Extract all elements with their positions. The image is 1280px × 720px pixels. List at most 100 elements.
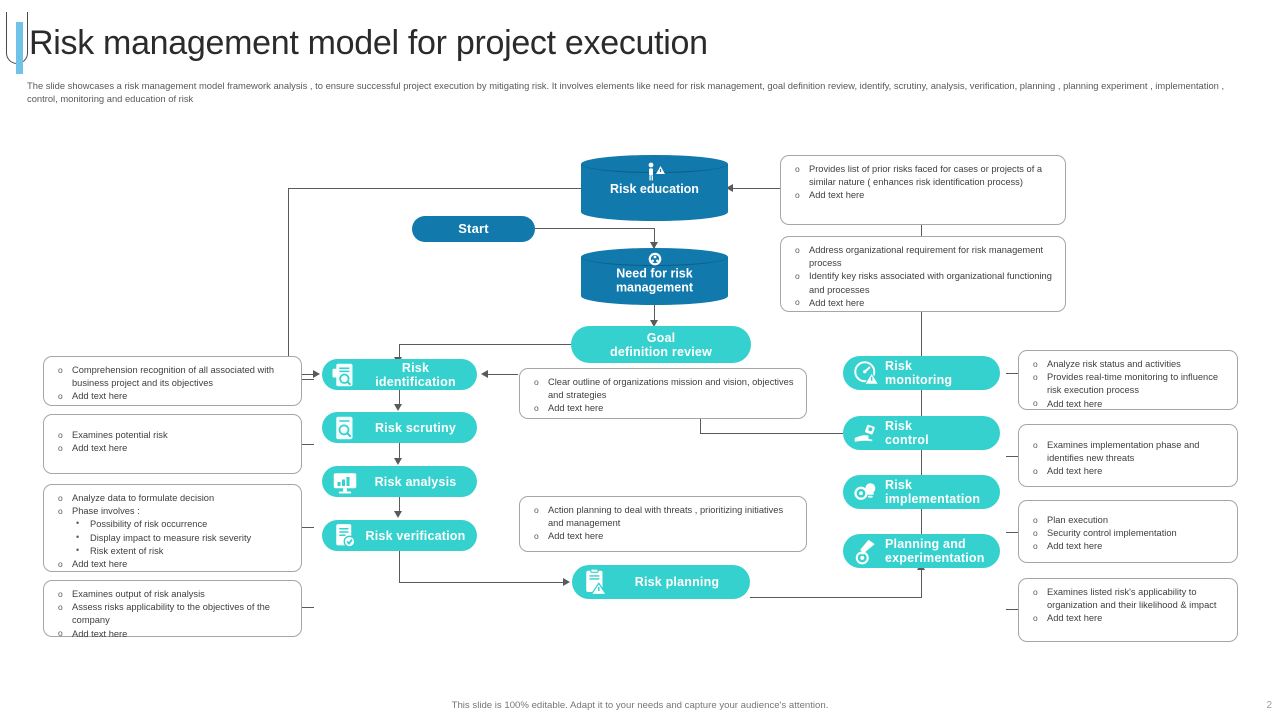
hand-control-icon: [851, 418, 881, 448]
note-item: Identify key risks associated with organ…: [789, 270, 1057, 296]
node-label: Risk education: [610, 181, 699, 196]
team-gear-icon: [642, 251, 668, 269]
note-risk-scrutiny: Examines potential risk Add text here: [43, 414, 302, 474]
node-risk-planning[interactable]: Risk planning: [572, 565, 750, 599]
note-item: Provides real-time monitoring to influen…: [1027, 371, 1229, 397]
arrow-to-risk-scrutiny: [394, 404, 402, 411]
connector-experimentation-note: [1006, 609, 1018, 610]
connector-planning-right: [750, 597, 922, 598]
connector-identification-note: [302, 379, 314, 380]
footer-note: This slide is 100% editable. Adapt it to…: [451, 700, 829, 711]
node-risk-scrutiny[interactable]: Risk scrutiny: [322, 412, 477, 443]
node-label-line1: Risk: [885, 419, 913, 433]
document-check-icon: [330, 521, 360, 551]
note-item: Add text here: [528, 402, 798, 415]
note-goal-definition-review: Clear outline of organizations mission a…: [519, 368, 807, 419]
connector-planning-up: [921, 570, 922, 598]
note-item: Clear outline of organizations mission a…: [528, 375, 798, 402]
node-label-line1: Need for risk: [616, 266, 693, 281]
connector-need-to-goal: [654, 305, 655, 323]
node-start[interactable]: Start: [412, 216, 535, 242]
note-item: Examines output of risk analysis: [52, 587, 293, 601]
node-risk-verification[interactable]: Risk verification: [322, 520, 477, 551]
note-risk-verification: Examines output of risk analysis Assess …: [43, 580, 302, 641]
note-item: Examines potential risk: [52, 428, 293, 442]
note-item: Add text here: [1027, 540, 1229, 553]
person-warning-icon: [642, 161, 668, 183]
note-item: Add text here: [52, 390, 293, 403]
node-risk-control[interactable]: Risk control: [843, 416, 1000, 450]
arrow-to-risk-identification-left: [313, 370, 320, 378]
note-item: Comprehension recognition of all associa…: [52, 363, 293, 390]
node-label-line2: control: [885, 433, 929, 447]
connector-scrutiny-to-analysis: [399, 443, 400, 459]
gear-bulb-icon: [851, 477, 881, 507]
note-item: Add text here: [52, 627, 293, 641]
note-need-for-risk-management: Address organizational requirement for r…: [780, 236, 1066, 312]
document-search-icon: [330, 360, 360, 390]
note-planning-and-experimentation: Examines listed risk's applicability to …: [1018, 578, 1238, 642]
cylinder-top: [581, 155, 728, 173]
node-goal-definition-review[interactable]: Goal definition review: [571, 326, 751, 363]
connector-scrutiny-note: [302, 444, 314, 445]
node-risk-identification[interactable]: Risk identification: [322, 359, 477, 390]
connector-verification-note: [302, 607, 314, 608]
node-planning-and-experimentation[interactable]: Planning and experimentation: [843, 534, 1000, 568]
node-label: Start: [458, 220, 489, 236]
connector-goal-down: [399, 344, 400, 360]
note-item: Examines implementation phase and identi…: [1027, 438, 1229, 465]
node-label: Risk scrutiny: [374, 420, 457, 435]
node-risk-education[interactable]: Risk education: [581, 155, 728, 221]
note-risk-monitoring: Analyze risk status and activities Provi…: [1018, 350, 1238, 411]
node-label: Goal definition review: [571, 331, 751, 359]
arrow-to-risk-planning: [563, 578, 570, 586]
node-label-line1: Planning and: [885, 537, 966, 551]
note-item: Add text here: [1027, 397, 1229, 411]
connector-start-down: [654, 228, 655, 248]
note-item: Add text here: [528, 530, 798, 543]
connector-goalnote-to-identification: [484, 374, 518, 375]
node-risk-analysis[interactable]: Risk analysis: [322, 466, 477, 497]
note-risk-analysis: Analyze data to formulate decision Phase…: [43, 484, 302, 572]
clipboard-warning-icon: [580, 567, 610, 597]
connector-identification-to-scrutiny: [399, 390, 400, 406]
node-label-line2: implementation: [885, 492, 981, 506]
page-subtitle: The slide showcases a risk management mo…: [27, 80, 1225, 104]
connector-note-education-need: [921, 224, 922, 236]
node-label: Risk implementation: [881, 478, 1000, 506]
node-risk-implementation[interactable]: Risk implementation: [843, 475, 1000, 509]
flask-pen-icon: [851, 536, 881, 566]
note-risk-planning: Action planning to deal with threats , p…: [519, 496, 807, 552]
connector-implementation-note: [1006, 532, 1018, 533]
note-item: Analyze risk status and activities: [1027, 357, 1229, 371]
node-label-line2: management: [615, 280, 694, 295]
note-item: Examines listed risk's applicability to …: [1027, 585, 1229, 612]
arrow-to-need-for-risk: [650, 242, 658, 249]
connector-control-to-left: [700, 433, 843, 434]
node-label-line1: Risk: [885, 359, 913, 373]
chart-monitor-icon: [330, 467, 360, 497]
note-risk-control: Examines implementation phase and identi…: [1018, 424, 1238, 487]
node-label: Planning and experimentation: [881, 537, 1000, 565]
note-item: Security control implementation: [1027, 527, 1229, 540]
connector-education-down: [288, 188, 289, 374]
gauge-warning-icon: [851, 358, 881, 388]
note-subitem: Risk extent of risk: [52, 544, 293, 558]
note-risk-identification: Comprehension recognition of all associa…: [43, 356, 302, 406]
arrow-to-risk-identification-right: [481, 370, 488, 378]
node-label: Risk analysis: [374, 474, 457, 489]
arrow-to-goal-definition: [650, 320, 658, 327]
connector-start-right: [535, 228, 655, 229]
connector-verification-down: [399, 551, 400, 582]
note-subitem: Possibility of risk occurrence: [52, 517, 293, 531]
node-label: Risk planning: [634, 575, 720, 589]
connector-verification-to-planning: [399, 582, 564, 583]
note-item: Analyze data to formulate decision: [52, 491, 293, 505]
connector-analysis-note: [302, 527, 314, 528]
node-risk-monitoring[interactable]: Risk monitoring: [843, 356, 1000, 390]
note-item: Add text here: [789, 189, 1057, 202]
node-label: Need for risk management: [581, 266, 728, 295]
connector-education-note: [728, 188, 780, 189]
connector-education-to-left: [288, 188, 582, 189]
node-need-for-risk-management[interactable]: Need for risk management: [581, 248, 728, 305]
